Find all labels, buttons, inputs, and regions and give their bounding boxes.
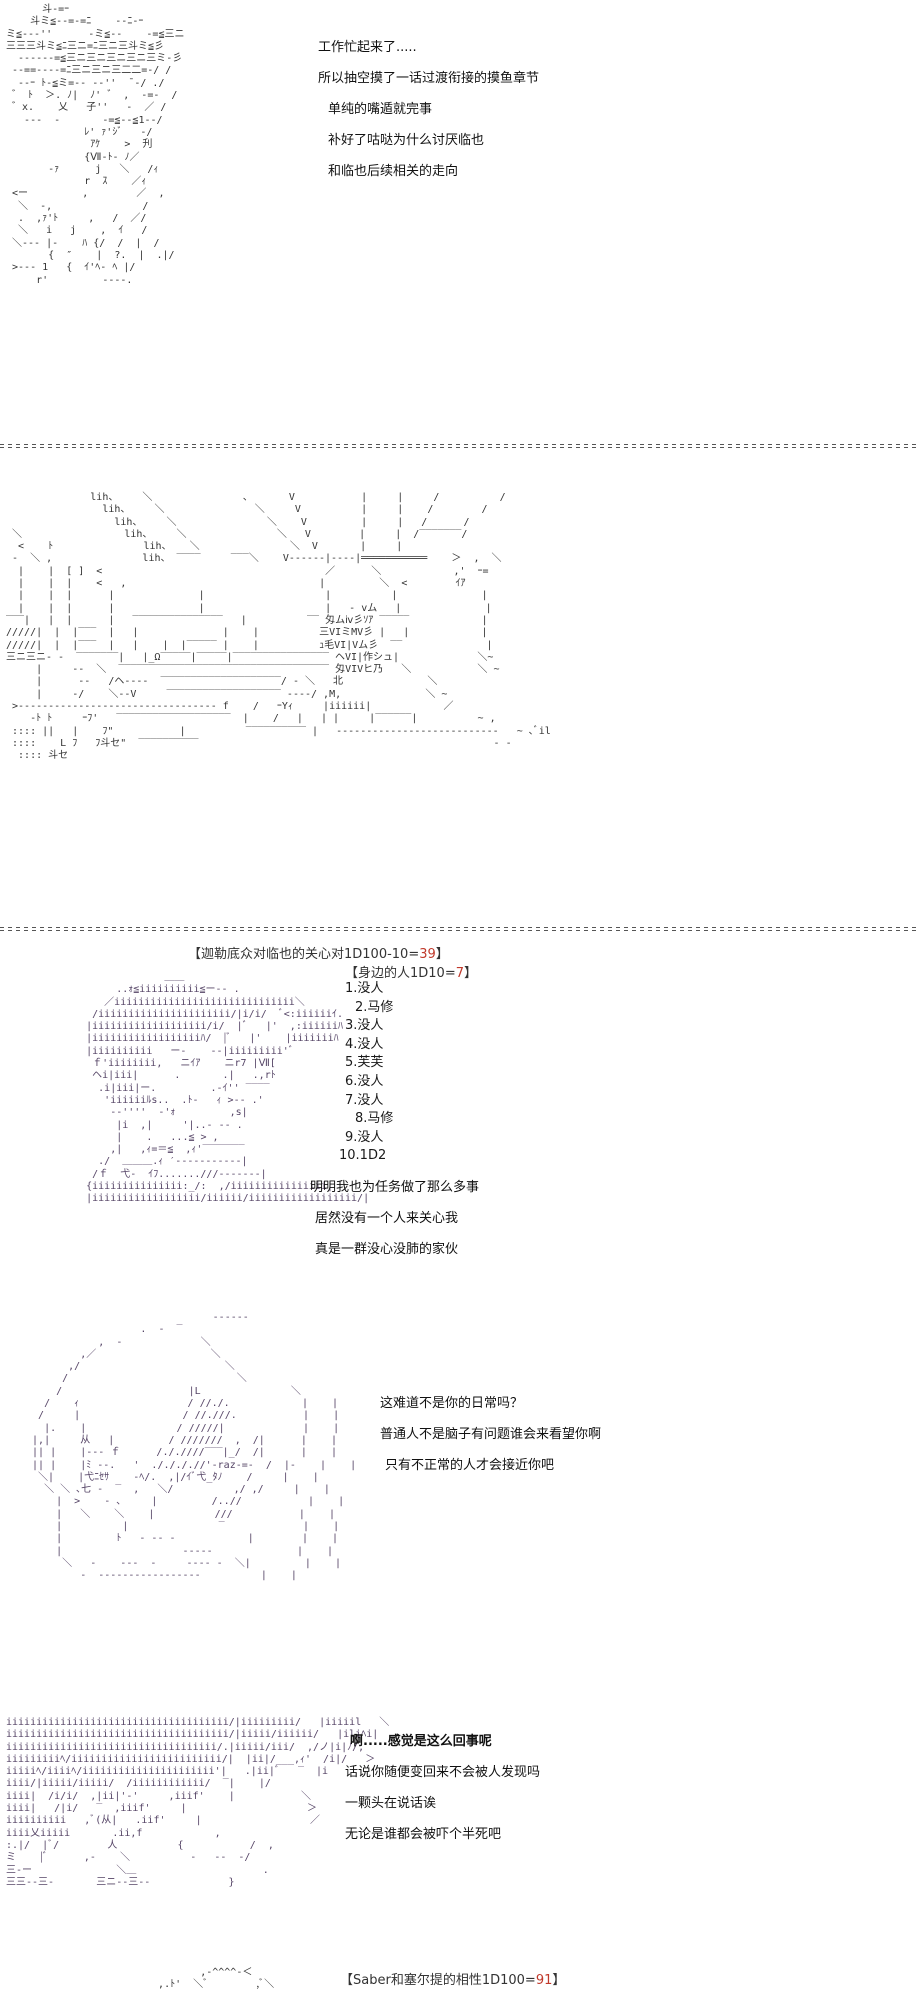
dialogue-line: 无论是谁都会被吓个半死吧: [345, 1827, 502, 1842]
dialogue-line: 只有不正常的人才会接近你吧: [385, 1458, 555, 1473]
panel-separator: [0, 926, 919, 932]
dialogue-line: 补好了咕哒为什么讨厌临也: [328, 133, 485, 148]
ascii-art-character-2: ＿＿ ..ｫ≦iiiiiiiiii≦ー‐‐ . ／iiiiiiiiiiiiiii…: [86, 972, 370, 1205]
dialogue-line: 所以抽空摸了一话过渡衔接的摸鱼章节: [318, 71, 540, 86]
dice-roll-concern: 【迦勒底众对临也的关心对1D100-10=39】: [188, 943, 449, 962]
roll-suffix: 】: [552, 1973, 566, 1988]
ascii-art-room-scene: lih、 ＼ 、 V | | / / lih、 ＼ ＼ V | | / / li…: [6, 492, 551, 762]
roll-value: 7: [455, 966, 464, 981]
dialogue-line: 真是一群没心没肺的家伙: [315, 1242, 459, 1257]
roll-value: 91: [535, 1973, 553, 1988]
roll-suffix: 】: [464, 966, 478, 981]
list-item: 3.没人: [345, 1018, 384, 1034]
dialogue-panel-3: 明明我也为任务做了那么多事 居然没有一个人来关心我 真是一群没心没肺的家伙: [310, 1172, 479, 1265]
dialogue-line: 居然没有一个人来关心我: [315, 1211, 459, 1226]
list-item: 9.没人: [345, 1129, 384, 1145]
list-item: 10.1D2: [339, 1148, 387, 1164]
dialogue-line: 工作忙起来了.....: [318, 40, 417, 55]
list-item: 2.马修: [355, 999, 394, 1015]
list-item: 1.没人: [345, 981, 384, 996]
dialogue-panel-5: 啊.....感觉是这么回事呢 话说你随便变回来不会被人发现吗 一颗头在说话诶 无…: [345, 1726, 540, 1850]
dialogue-line: 单纯的嘴遁就完事: [328, 102, 433, 117]
roll-title: 【身边的人1D10=: [345, 966, 456, 981]
dialogue-panel-1: 工作忙起来了..... 所以抽空摸了一话过渡衔接的摸鱼章节 单纯的嘴遁就完事 补…: [318, 32, 539, 187]
list-item: 5.芙芙: [345, 1055, 384, 1071]
dialogue-line: 和临也后续相关的走向: [328, 164, 459, 179]
dialogue-panel-4: 这难道不是你的日常吗？ 普通人不是脑子有问题谁会来看望你啊 只有不正常的人才会接…: [380, 1388, 601, 1481]
dice-roll-people-nearby: 【身边的人1D10=7】: [345, 962, 477, 981]
panel-separator: [0, 443, 919, 449]
dialogue-line: 啊.....感觉是这么回事呢: [350, 1734, 492, 1749]
roll-value: 39: [419, 947, 436, 962]
ascii-art-partial-bottom: ,‐^^^^‐＜ ,.ﾄ' ＼ﾞ ,ﾞ＼: [158, 1967, 275, 1991]
roll-outcome-list: 1.没人 2.马修 3.没人 4.没人 5.芙芙 6.没人 7.没人 8.马修 …: [339, 980, 394, 1166]
dialogue-line: 明明我也为任务做了那么多事: [310, 1180, 480, 1195]
ascii-art-character-4: iiiiiiiiiiiiiiiiiiiiiiiiiiiiiiiiiiiii/|i…: [6, 1717, 390, 1888]
ascii-art-character-1: 斗‐=ｰ 斗ミ≦-‐=‐=ﾆ ‐‐ﾆ‐ｰ ミ≦-‐‐'' ‐ミ≦-‐ ‐=≦三ニ…: [6, 4, 185, 286]
list-item: 4.没人: [345, 1036, 384, 1052]
dice-roll-compatibility: 【Saber和塞尔提的相性1D100=91】: [340, 1969, 565, 1988]
roll-prefix: 【Saber和塞尔提的相性1D100=: [340, 1973, 536, 1988]
roll-prefix: 【迦勒底众对临也的关心对1D100-10=: [188, 947, 420, 962]
dialogue-line: 普通人不是脑子有问题谁会来看望你啊: [380, 1427, 602, 1442]
list-item: 6.没人: [345, 1073, 384, 1089]
roll-suffix: 】: [435, 947, 449, 962]
dialogue-line: 一颗头在说话诶: [345, 1796, 437, 1811]
list-item: 8.马修: [355, 1111, 394, 1127]
list-item: 7.没人: [345, 1092, 384, 1108]
dialogue-line: 话说你随便变回来不会被人发现吗: [345, 1765, 541, 1780]
ascii-art-character-3: ‐‐‐‐‐‐ . ‐ ‾ , ‐ ＼ ,／ ＼ ,/ ＼ / ＼ /: [32, 1312, 357, 1582]
dialogue-line: 这难道不是你的日常吗？: [380, 1396, 524, 1411]
